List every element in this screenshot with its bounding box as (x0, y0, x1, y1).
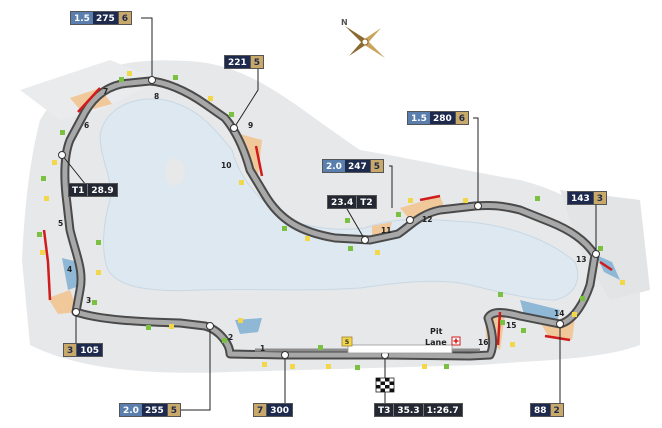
turn-10: 10 (221, 161, 231, 170)
turn-labels: 1 2 3 4 5 6 7 8 9 10 11 12 13 14 15 16 (58, 87, 586, 353)
turn-3: 3 (86, 296, 91, 305)
kerb-t3 (42, 229, 52, 301)
kerb-t14 (544, 334, 571, 342)
kerb-t9 (254, 145, 264, 177)
turn-9: 9 (248, 121, 253, 130)
kerb-t6 (77, 87, 101, 113)
runoff-t3 (48, 290, 78, 314)
turn-4: 4 (67, 265, 72, 274)
turn-15: 15 (506, 321, 516, 330)
lake-island (165, 158, 185, 186)
chequered-flag-icon (375, 377, 395, 393)
runoff-t12 (400, 196, 446, 222)
turn-11: 11 (381, 226, 391, 235)
turn-1: 1 (260, 344, 265, 353)
marshal-posts (37, 71, 625, 370)
turn-2: 2 (228, 333, 233, 342)
compass-icon: N (341, 18, 385, 58)
svg-text:N: N (341, 18, 348, 27)
svg-text:Lane: Lane (425, 338, 447, 347)
turn-13: 13 (576, 255, 586, 264)
city-block (560, 190, 650, 300)
svg-text:5: 5 (345, 338, 350, 346)
turn-8: 8 (154, 92, 159, 101)
kerb-t15 (496, 311, 502, 346)
svg-text:Pit: Pit (430, 327, 443, 336)
turn-5: 5 (58, 219, 63, 228)
turn-16: 16 (478, 338, 488, 347)
albert-park-lake (99, 98, 579, 301)
turn-12: 12 (422, 215, 432, 224)
turn-6: 6 (84, 121, 89, 130)
turn-7: 7 (103, 87, 108, 96)
park-area-inner (20, 60, 160, 120)
pit-lane-label: Pit Lane 5 (341, 327, 461, 354)
kerb-t13 (599, 260, 613, 272)
pit-marker (341, 336, 353, 347)
kerb-t12 (419, 194, 441, 202)
turn-14: 14 (554, 309, 564, 318)
